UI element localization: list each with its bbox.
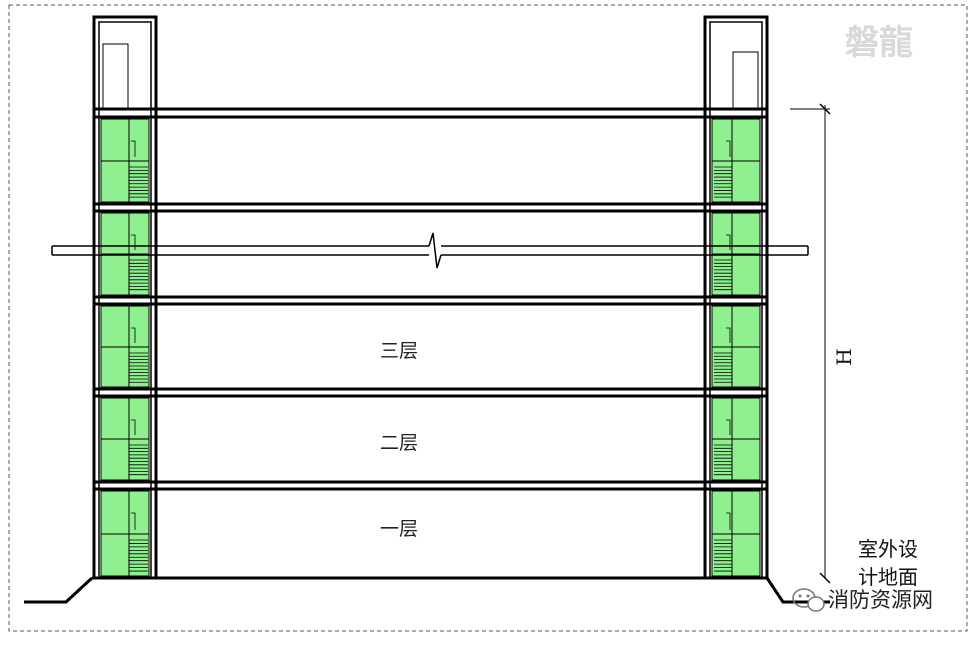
floor-label-3: 三层 [380, 340, 418, 362]
stair-rail-right-3 [726, 419, 731, 435]
drawing-frame [8, 4, 968, 632]
source-watermark-text: 消防资源网 [828, 588, 933, 612]
watermark-logo-text: 磐龍 [845, 23, 913, 63]
stair-rail-left-1 [131, 234, 136, 250]
break-line [51, 232, 809, 269]
stair-rail-left-2 [131, 327, 136, 343]
height-dimension-label: H [832, 348, 856, 365]
height-dimension [790, 103, 831, 584]
floor-slabs [94, 107, 767, 491]
floor-label-1: 一层 [380, 518, 418, 540]
ground-label-line2: 计地面 [858, 565, 918, 589]
ground-label-line1: 室外设 [858, 537, 918, 561]
stair-rail-right-0 [726, 140, 731, 157]
stair-rail-right-4 [726, 512, 731, 530]
stair-rail-left-4 [131, 512, 136, 530]
stair-rail-left-3 [131, 419, 136, 435]
floor-label-2: 二层 [380, 432, 418, 454]
stair-rail-right-2 [726, 327, 731, 343]
stair-cells [100, 118, 761, 577]
wechat-icon [792, 588, 825, 612]
stair-rail-left-0 [131, 140, 136, 157]
outdoor-ground-line-left [24, 576, 94, 604]
stair-rail-right-1 [726, 234, 731, 250]
